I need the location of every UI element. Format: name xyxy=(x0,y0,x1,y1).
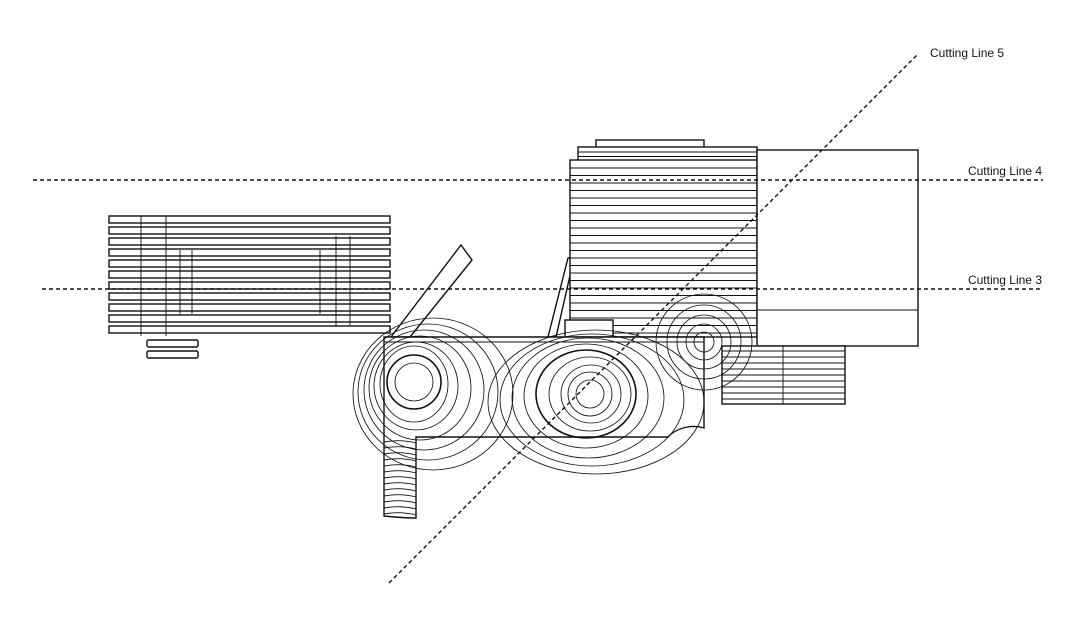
leg-hatch-line xyxy=(383,440,417,444)
cutting-line-3: Cutting Line 3 xyxy=(42,273,1043,290)
left-strip xyxy=(108,226,391,235)
cutting-line-4-label: Cutting Line 4 xyxy=(968,164,1042,178)
left-strip xyxy=(108,259,391,268)
lower-block-hatching xyxy=(722,350,845,400)
leg-hatch-line xyxy=(383,446,417,450)
left-strip xyxy=(108,292,391,301)
leg-hatch-line xyxy=(383,470,417,474)
right-tall-block xyxy=(564,139,758,338)
leg-hatch-line xyxy=(383,506,417,510)
cutting-line-3-label: Cutting Line 3 xyxy=(968,273,1042,287)
left-small-strips xyxy=(146,339,199,359)
leg-hatching xyxy=(383,440,417,516)
left-strip xyxy=(108,270,391,279)
cutting-line-4: Cutting Line 4 xyxy=(33,164,1043,181)
lower-right-block xyxy=(721,345,846,405)
leg-hatch-line xyxy=(383,458,417,462)
leg-hatch-line xyxy=(383,512,417,516)
cutting-line-5: Cutting Line 5 xyxy=(388,46,1004,584)
left-contour-rings xyxy=(352,317,514,471)
left-strip xyxy=(108,248,391,257)
left-strip xyxy=(108,314,391,323)
left-block-dividers xyxy=(140,216,351,336)
left-strip xyxy=(108,237,391,246)
left-strip xyxy=(108,215,391,224)
right-contour-rings xyxy=(487,329,705,475)
right-outline-box xyxy=(756,149,919,347)
leg-hatch-line xyxy=(383,500,417,504)
cutting-line-5-label: Cutting Line 5 xyxy=(930,46,1004,60)
leg-hatch-line xyxy=(383,464,417,468)
leg-hatch-line xyxy=(383,476,417,480)
leg-hatch-line xyxy=(383,482,417,486)
leg-hatch-line xyxy=(383,452,417,456)
corner-contour-rings xyxy=(655,293,753,391)
leg-hatch-line xyxy=(383,488,417,492)
left-strip xyxy=(108,303,391,312)
left-strip xyxy=(108,325,391,334)
left-stacked-block xyxy=(108,215,391,334)
left-strip xyxy=(108,281,391,290)
leg-hatch-line xyxy=(383,494,417,498)
